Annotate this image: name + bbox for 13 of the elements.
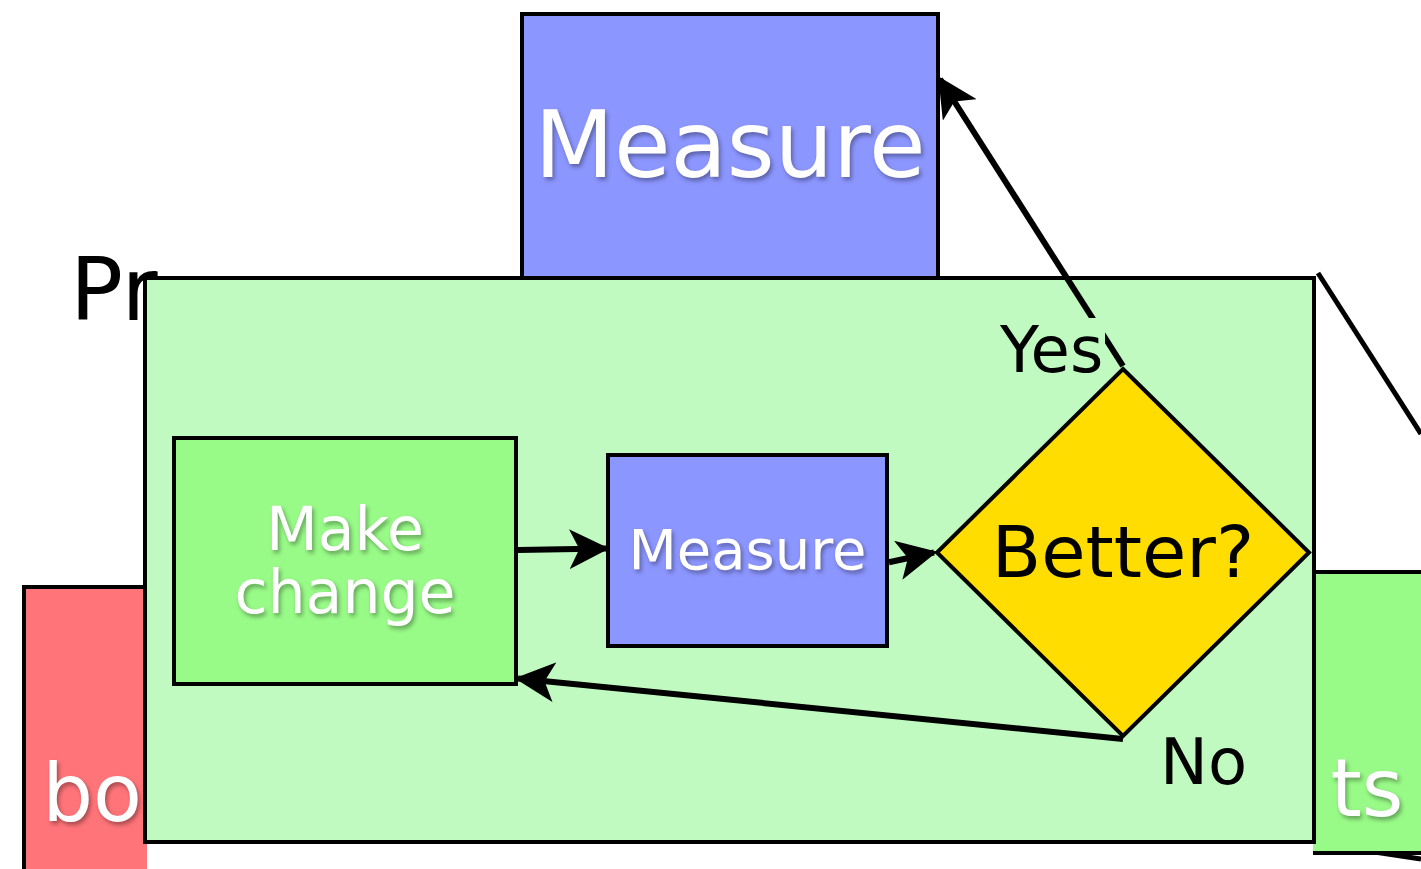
node-label: Measure bbox=[628, 521, 867, 580]
process-box bbox=[172, 436, 518, 686]
node-label: Make change bbox=[233, 498, 457, 624]
node-label: Measure bbox=[534, 97, 926, 195]
process-box bbox=[22, 585, 147, 869]
arrow bbox=[937, 76, 1126, 368]
arrow bbox=[888, 540, 938, 580]
process-box bbox=[606, 453, 889, 648]
partial-heading: Pr bbox=[70, 246, 158, 334]
node-label: ts bbox=[1330, 747, 1404, 831]
process-box bbox=[1313, 570, 1421, 855]
node-label: bo bbox=[42, 752, 142, 836]
node-label: Better? bbox=[991, 514, 1255, 591]
